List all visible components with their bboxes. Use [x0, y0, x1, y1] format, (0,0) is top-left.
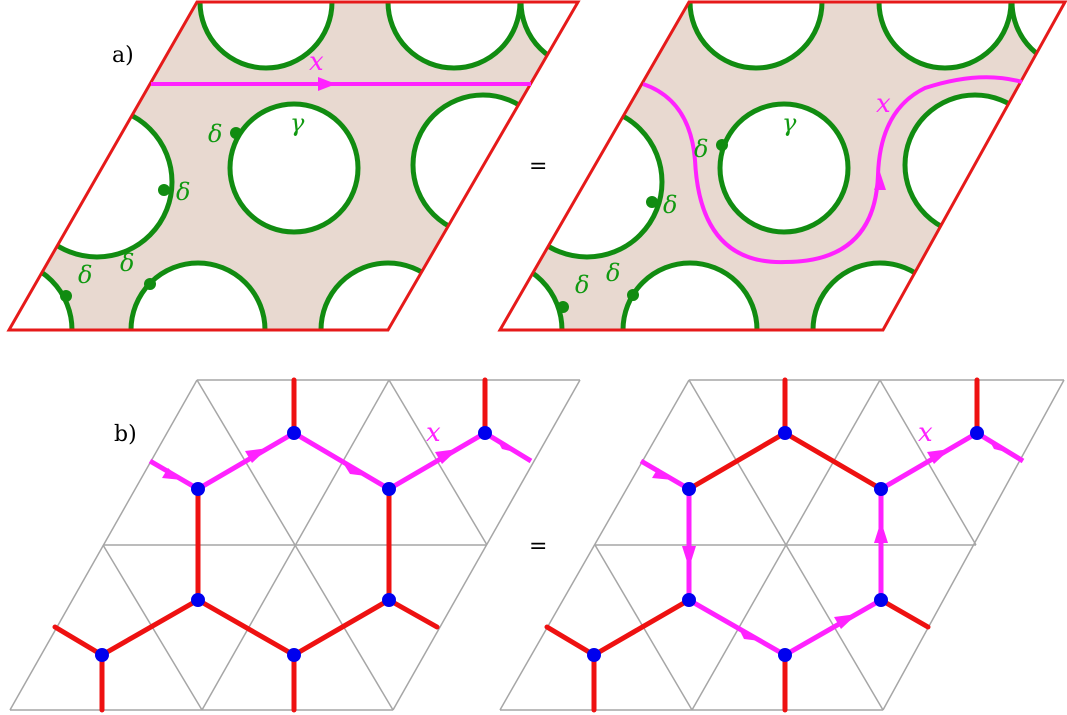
triangular-grid — [9, 379, 581, 711]
x-label: x — [309, 47, 324, 77]
panel-b-right: x — [499, 377, 1065, 713]
x-arrow-icon — [318, 77, 336, 91]
x-arrow-icon — [874, 172, 886, 190]
delta-points — [60, 127, 242, 302]
delta-label: δ — [176, 178, 190, 206]
delta-label: δ — [575, 271, 589, 299]
gamma-label: γ — [782, 109, 797, 137]
torus-boundary — [6, 0, 581, 332]
gamma-label: γ — [290, 109, 305, 137]
panel-b-label: b) — [114, 422, 137, 447]
torus-boundary — [497, 0, 1067, 332]
x-label: x — [426, 418, 441, 448]
honeycomb-edges — [544, 377, 980, 713]
delta-label: δ — [208, 120, 222, 148]
x-cycle-path — [639, 430, 1025, 658]
x-cycle-path — [148, 430, 533, 492]
panel-a-label: a) — [112, 43, 134, 68]
delta-label: δ — [78, 261, 92, 289]
x-arrow-icons — [162, 438, 518, 480]
delta-label: δ — [663, 191, 677, 219]
honeycomb-edges — [52, 377, 488, 713]
x-label: x — [876, 89, 891, 119]
x-cycle-path — [642, 75, 1023, 265]
triangular-grid — [499, 379, 1065, 711]
x-label: x — [918, 418, 933, 448]
equals-sign-b: = — [529, 534, 547, 559]
delta-label: δ — [120, 249, 134, 277]
delta-label: δ — [606, 259, 620, 287]
vertex-dots — [95, 426, 492, 662]
equals-sign-a: = — [529, 154, 547, 179]
delta-label: δ — [694, 135, 708, 163]
delta-points — [557, 139, 728, 313]
panel-a-left: a) x γ δ δ δ δ — [6, 0, 581, 332]
vertex-dots — [587, 426, 984, 662]
gamma-loop — [717, 101, 851, 235]
gamma-loop — [227, 101, 361, 235]
panel-b-left: b) x — [9, 377, 581, 713]
x-arrow-icons — [652, 438, 1010, 641]
